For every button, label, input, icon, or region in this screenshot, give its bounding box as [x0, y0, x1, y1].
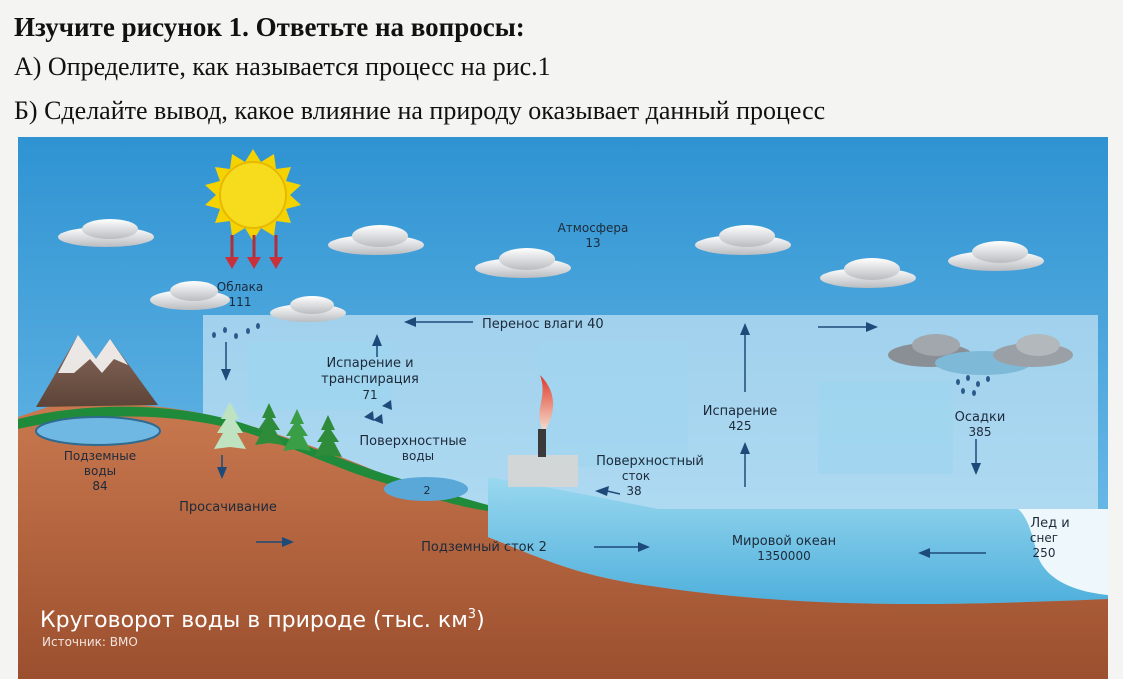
moisture-transfer-label: Перенос влаги 40 — [482, 317, 604, 332]
atmosphere-value: 13 — [585, 236, 600, 250]
rain-cloud-icon — [888, 334, 1073, 375]
mountain-icon — [36, 335, 158, 407]
center-inner-box — [538, 342, 688, 467]
surface-lake — [384, 477, 468, 501]
green-land — [18, 406, 488, 511]
groundwater-lake — [35, 416, 161, 446]
groundwater-label: Подземные — [64, 449, 136, 463]
surface-runoff-label: Поверхностный — [596, 454, 704, 469]
surface-runoff-label: сток — [622, 469, 650, 483]
trees-icon — [214, 402, 342, 457]
ice-snow-label: снег — [1030, 531, 1058, 545]
cloud-icon — [270, 296, 346, 322]
surface-water-label: воды — [402, 449, 434, 463]
question-b: Б) Сделайте вывод, какое влияние на прир… — [14, 96, 826, 125]
water-cycle-figure: Атмосфера 13 Облака 111 Перенос влаги 40… — [18, 137, 1108, 679]
cloud-icon — [948, 241, 1044, 271]
caption-end: ) — [476, 608, 485, 633]
cloud-icon — [475, 248, 571, 278]
precipitation-value: 385 — [969, 425, 992, 439]
evaporation-inner-box — [248, 342, 393, 410]
clouds-value: 111 — [229, 295, 252, 309]
groundwater-label: воды — [84, 464, 116, 478]
solar-rays-icon — [225, 235, 283, 269]
cloud-drops-icon — [212, 323, 260, 339]
infiltration-label: Просачивание — [179, 500, 277, 515]
ground-terrain — [18, 403, 1108, 679]
sun-icon — [205, 149, 301, 241]
surface-runoff-value: 38 — [626, 484, 641, 498]
lake-value: 2 — [424, 484, 431, 497]
atmosphere-label: Атмосфера — [558, 221, 629, 235]
groundwater-value: 84 — [92, 479, 107, 493]
figure-caption: Круговорот воды в природе (тыс. км3) — [40, 607, 485, 633]
ocean-value: 1350000 — [757, 549, 810, 563]
surface-water-label: Поверхностные — [359, 434, 466, 449]
factory-icon — [508, 375, 578, 487]
cloud-icon — [820, 258, 916, 288]
precipitation-inner-box — [818, 382, 953, 474]
clouds-label: Облака — [217, 280, 263, 294]
source-label: Источник: ВМО — [42, 635, 138, 649]
arrows-layer — [217, 317, 986, 558]
rain-drops-icon — [956, 375, 990, 396]
question-a: А) Определите, как называется процесс на… — [14, 52, 551, 81]
cloud-icon — [58, 219, 154, 247]
ocean-evaporation-label: Испарение — [703, 404, 778, 419]
ocean-label: Мировой океан — [732, 534, 836, 549]
water-cycle-diagram: Атмосфера 13 Облака 111 Перенос влаги 40… — [18, 137, 1108, 679]
evapotranspiration-label: транспирация — [321, 372, 419, 387]
cloud-icon — [150, 281, 230, 310]
precipitation-label: Осадки — [955, 410, 1006, 425]
ocean-evaporation-value: 425 — [729, 419, 752, 433]
evapotranspiration-value: 71 — [362, 388, 377, 402]
cloud-icon — [695, 225, 791, 255]
underground-runoff-label: Подземный сток 2 — [421, 540, 547, 555]
cloud-icon — [328, 225, 424, 255]
caption-superscript: 3 — [468, 607, 476, 622]
ice-snow-label: Лед и — [1030, 516, 1069, 531]
ice-snow-value: 250 — [1033, 546, 1056, 560]
ocean-water — [488, 477, 1108, 604]
evapotranspiration-label: Испарение и — [326, 356, 413, 371]
task-title: Изучите рисунок 1. Ответьте на вопросы: — [14, 12, 525, 42]
caption-text: Круговорот воды в природе (тыс. км — [40, 608, 468, 633]
ice-snow — [1018, 509, 1108, 595]
